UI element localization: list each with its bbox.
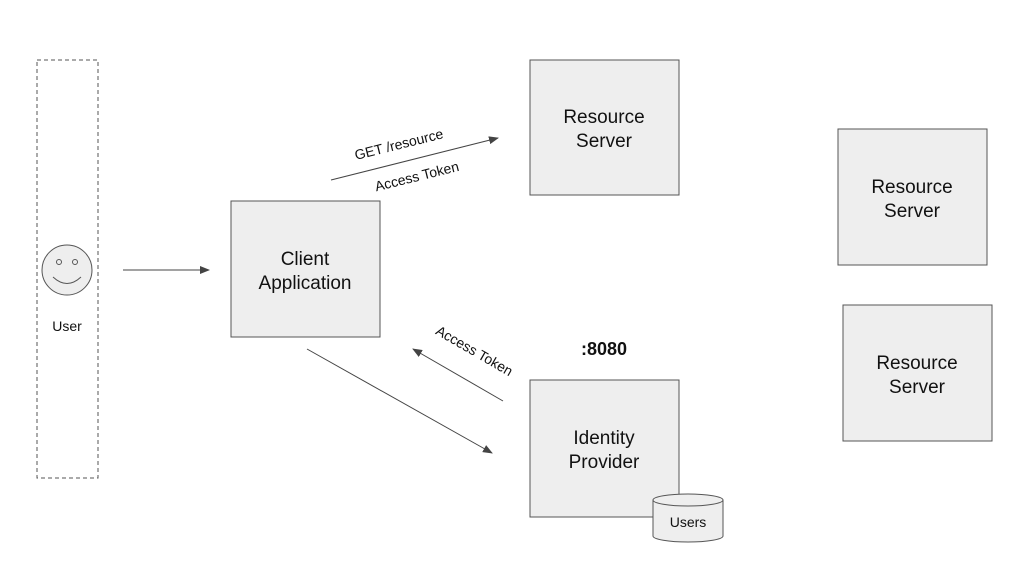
users-database-label: Users [670, 514, 707, 530]
access-token-label-2: Access Token [433, 322, 516, 379]
resource-server-1-box[interactable]: Resource Server [529, 59, 680, 196]
users-database-icon[interactable]: Users [652, 493, 724, 543]
resource-server-2-label-line1: Resource [871, 177, 952, 198]
user-lane: User [36, 59, 99, 479]
resource-server-2-label-line2: Server [884, 201, 941, 222]
resource-server-3-label-line2: Server [889, 377, 946, 398]
resource-server-2-box[interactable]: Resource Server [837, 128, 988, 266]
get-resource-edge: GET /resource Access Token [330, 125, 499, 194]
resource-server-1-label-line2: Server [576, 131, 633, 152]
get-resource-label: GET /resource [353, 125, 445, 163]
identity-provider-label-line2: Provider [569, 452, 640, 473]
client-application-box[interactable]: Client Application [230, 200, 381, 338]
user-smiley-icon [41, 244, 93, 296]
access-token-label-1: Access Token [373, 158, 460, 194]
client-to-resource-arrow [330, 136, 499, 181]
client-application-label-line1: Client [281, 249, 330, 270]
identity-provider-box[interactable]: Identity Provider [529, 379, 680, 518]
client-application-label-line2: Application [259, 273, 352, 294]
identity-provider-port-label: :8080 [581, 339, 627, 359]
client-to-idp-arrow [306, 348, 493, 454]
user-lane-border [36, 59, 99, 479]
resource-server-3-box[interactable]: Resource Server [842, 304, 993, 442]
idp-token-edge: Access Token [412, 322, 516, 402]
user-label: User [52, 318, 82, 334]
resource-server-3-label-line1: Resource [876, 353, 957, 374]
resource-server-1-label-line1: Resource [563, 107, 644, 128]
idp-to-client-arrow [412, 348, 504, 402]
identity-provider-label-line1: Identity [573, 428, 635, 449]
